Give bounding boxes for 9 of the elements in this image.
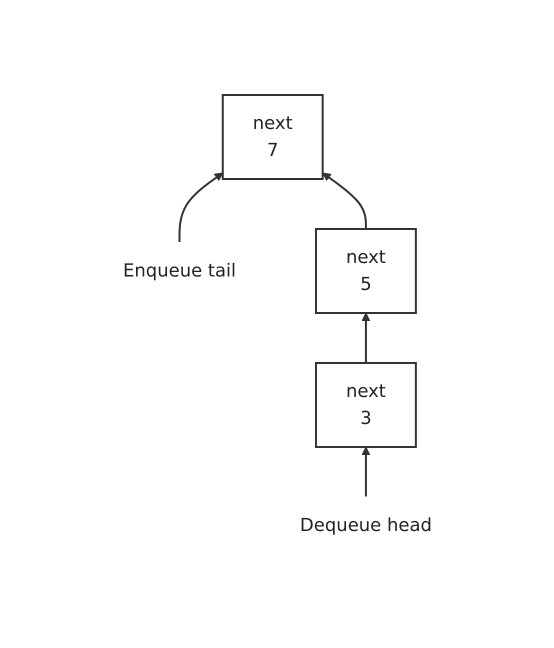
node-text: Enqueue tail [122,260,236,281]
arrow [178,172,223,242]
arrow [322,172,366,228]
node-text: Dequeue head [299,514,432,536]
node-box: next 3 [314,362,416,448]
arrow [361,446,370,496]
node-box: next 5 [314,228,416,314]
node-box: next 7 [221,94,324,180]
arrow [361,312,370,362]
